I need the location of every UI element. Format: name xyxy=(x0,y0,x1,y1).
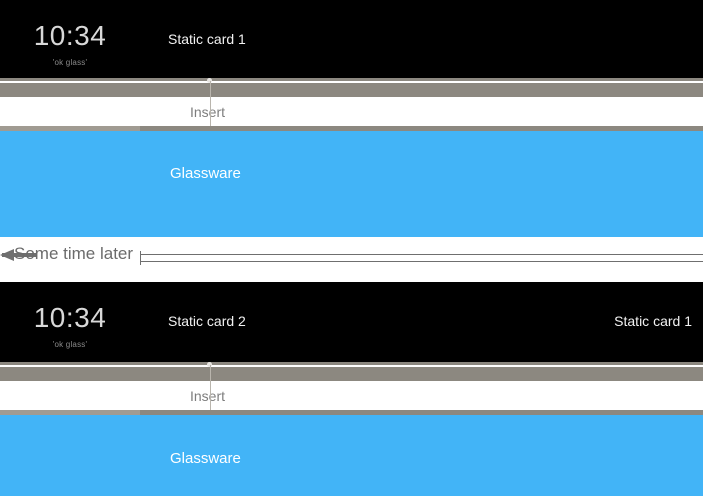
clock-voice-hint: 'ok glass' xyxy=(52,340,88,349)
left-arrow-tail-icon xyxy=(2,253,36,257)
insert-label-one[interactable]: Insert xyxy=(190,104,226,120)
connector-bar-top-two xyxy=(0,362,703,365)
glassware-label-one: Glassware xyxy=(170,165,241,182)
some-time-later-label: Some time later xyxy=(14,244,134,263)
static-card-1-label-shifted[interactable]: Static card 1 xyxy=(614,313,692,329)
connector-hairline-one xyxy=(0,81,703,83)
insert-band-one: Insert xyxy=(0,97,703,126)
insert-tick-upper-two xyxy=(210,365,211,381)
clock-time: 10:34 xyxy=(33,302,107,333)
connector-bar-bottom-one xyxy=(140,126,703,131)
insert-node-two xyxy=(207,362,212,367)
some-time-later-divider: Some time later xyxy=(0,237,703,282)
glassware-panel-two[interactable]: Glassware xyxy=(0,415,703,496)
insert-node-one xyxy=(207,78,212,83)
clock-card-one[interactable]: 10:34 'ok glass' xyxy=(0,0,140,78)
timeline-strip-one[interactable]: 10:34 'ok glass' Static card 1 xyxy=(0,0,703,78)
connector-hairline-two xyxy=(0,365,703,367)
static-card-1-label[interactable]: Static card 1 xyxy=(168,31,246,47)
connector-bar-top-one xyxy=(0,78,703,81)
connector-bar-main-one xyxy=(0,83,703,97)
insert-tick-one xyxy=(210,97,211,126)
divider-rule-lower xyxy=(140,261,703,262)
divider-rule-cap xyxy=(140,251,141,265)
insert-tick-upper-one xyxy=(210,81,211,97)
insert-band-two: Insert xyxy=(0,381,703,410)
divider-rule-upper xyxy=(140,254,703,255)
connector-bar-bottom-two xyxy=(140,410,703,415)
clock-card-two[interactable]: 10:34 'ok glass' xyxy=(0,282,140,362)
connector-bar-main-two xyxy=(0,367,703,381)
clock-time: 10:34 xyxy=(33,20,107,51)
glassware-panel-one[interactable]: Glassware xyxy=(0,131,703,237)
clock-voice-hint: 'ok glass' xyxy=(52,58,88,67)
insert-tick-two xyxy=(210,381,211,410)
glassware-label-two: Glassware xyxy=(170,450,241,467)
timeline-strip-two[interactable]: 10:34 'ok glass' Static card 2 Static ca… xyxy=(0,282,703,362)
static-card-2-label[interactable]: Static card 2 xyxy=(168,313,246,329)
insert-label-two[interactable]: Insert xyxy=(190,388,226,404)
